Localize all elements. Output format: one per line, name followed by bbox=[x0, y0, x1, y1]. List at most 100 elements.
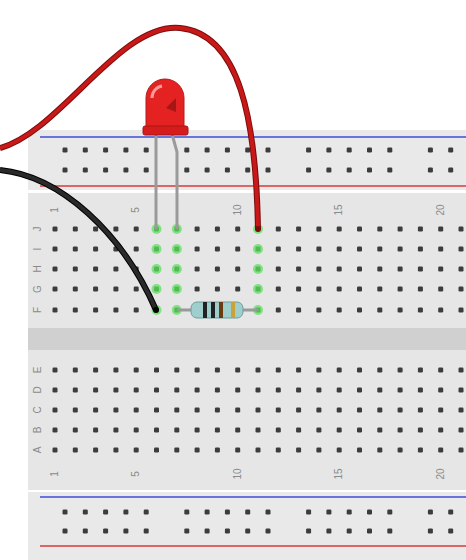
hole bbox=[357, 247, 362, 252]
hole bbox=[266, 148, 271, 153]
hole bbox=[306, 529, 311, 534]
column-number: 5 bbox=[131, 471, 141, 477]
hole bbox=[438, 428, 443, 433]
hole bbox=[377, 308, 382, 313]
hole bbox=[438, 227, 443, 232]
hole bbox=[73, 408, 78, 413]
column-number: 15 bbox=[334, 468, 344, 479]
hole bbox=[154, 448, 159, 453]
connected-hole bbox=[152, 264, 162, 274]
hole bbox=[154, 308, 159, 313]
hole bbox=[93, 368, 98, 373]
hole bbox=[296, 267, 301, 272]
hole bbox=[134, 287, 139, 292]
hole bbox=[245, 510, 250, 515]
hole bbox=[154, 408, 159, 413]
resistor-band bbox=[231, 302, 235, 318]
resistor-band bbox=[219, 302, 223, 318]
hole bbox=[235, 408, 240, 413]
hole bbox=[337, 428, 342, 433]
wire-end bbox=[255, 226, 261, 232]
hole bbox=[276, 408, 281, 413]
hole bbox=[459, 388, 464, 393]
hole bbox=[448, 529, 453, 534]
hole bbox=[316, 368, 321, 373]
hole bbox=[316, 247, 321, 252]
hole bbox=[134, 368, 139, 373]
hole bbox=[123, 148, 128, 153]
hole bbox=[316, 428, 321, 433]
row-letter: I bbox=[33, 248, 43, 251]
hole bbox=[73, 267, 78, 272]
hole bbox=[418, 388, 423, 393]
connected-hole bbox=[253, 264, 263, 274]
hole bbox=[398, 408, 403, 413]
column-number: 5 bbox=[131, 207, 141, 213]
hole bbox=[398, 247, 403, 252]
hole bbox=[134, 408, 139, 413]
hole bbox=[377, 448, 382, 453]
hole bbox=[103, 529, 108, 534]
hole bbox=[215, 267, 220, 272]
hole bbox=[195, 368, 200, 373]
hole bbox=[235, 388, 240, 393]
hole bbox=[63, 168, 68, 173]
hole bbox=[387, 148, 392, 153]
hole bbox=[154, 388, 159, 393]
hole bbox=[296, 247, 301, 252]
hole bbox=[103, 148, 108, 153]
hole bbox=[235, 368, 240, 373]
hole bbox=[215, 428, 220, 433]
hole bbox=[367, 168, 372, 173]
hole bbox=[63, 529, 68, 534]
hole bbox=[83, 148, 88, 153]
hole bbox=[418, 267, 423, 272]
hole bbox=[256, 448, 261, 453]
hole bbox=[195, 388, 200, 393]
hole bbox=[266, 529, 271, 534]
hole bbox=[235, 287, 240, 292]
hole bbox=[245, 529, 250, 534]
led-lead bbox=[155, 134, 158, 229]
connected-hole bbox=[172, 284, 182, 294]
hole bbox=[438, 287, 443, 292]
hole bbox=[337, 267, 342, 272]
hole bbox=[316, 227, 321, 232]
hole bbox=[459, 227, 464, 232]
connected-hole bbox=[253, 284, 263, 294]
hole bbox=[316, 448, 321, 453]
hole bbox=[276, 388, 281, 393]
hole bbox=[144, 168, 149, 173]
column-number: 15 bbox=[334, 204, 344, 215]
hole bbox=[63, 148, 68, 153]
hole bbox=[53, 368, 58, 373]
hole bbox=[316, 267, 321, 272]
led-highlight bbox=[152, 86, 162, 98]
hole bbox=[195, 448, 200, 453]
hole bbox=[296, 408, 301, 413]
hole bbox=[113, 267, 118, 272]
hole bbox=[448, 510, 453, 515]
hole bbox=[337, 287, 342, 292]
hole bbox=[276, 308, 281, 313]
hole bbox=[154, 368, 159, 373]
hole bbox=[306, 168, 311, 173]
hole bbox=[438, 448, 443, 453]
hole bbox=[418, 408, 423, 413]
hole bbox=[73, 388, 78, 393]
row-letter: H bbox=[33, 265, 43, 272]
hole bbox=[235, 247, 240, 252]
hole bbox=[398, 428, 403, 433]
connected-hole bbox=[152, 244, 162, 254]
row-letter: F bbox=[33, 307, 43, 313]
hole bbox=[205, 510, 210, 515]
connected-hole bbox=[172, 244, 182, 254]
resistor-band bbox=[211, 302, 215, 318]
hole bbox=[53, 287, 58, 292]
hole bbox=[398, 388, 403, 393]
hole bbox=[256, 227, 261, 232]
hole bbox=[53, 227, 58, 232]
hole bbox=[367, 510, 372, 515]
black-wire-outline bbox=[0, 170, 156, 310]
hole bbox=[195, 227, 200, 232]
